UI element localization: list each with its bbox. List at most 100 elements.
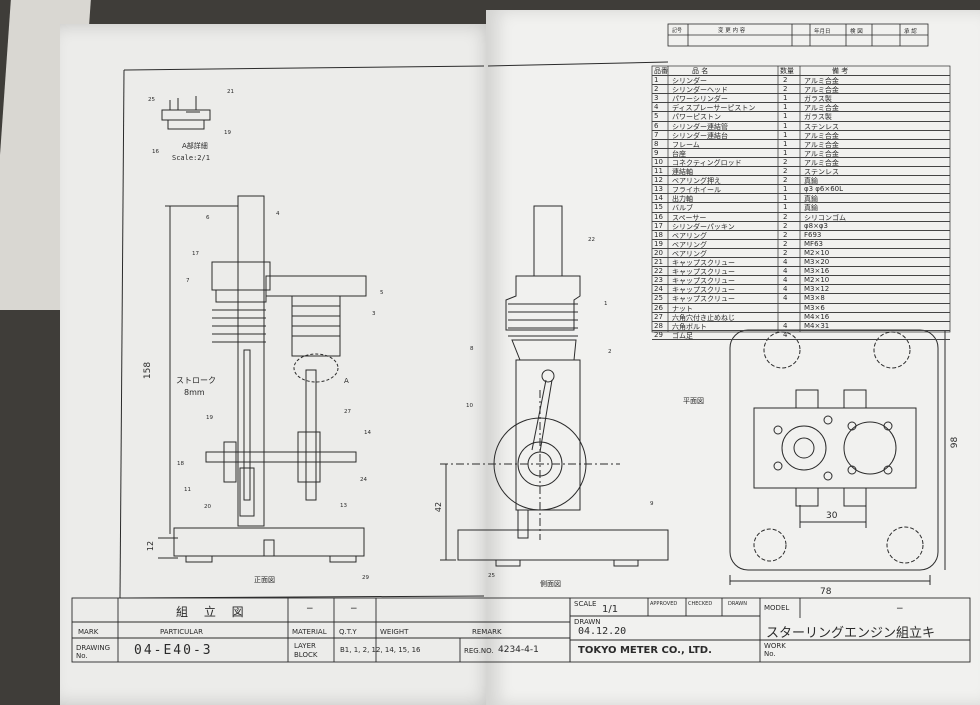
part-name: キャップスクリュー: [672, 268, 735, 277]
material-label: MATERIAL: [292, 628, 327, 636]
part-name: ベアリング押え: [672, 177, 721, 186]
stroke-label: ストローク: [176, 376, 216, 385]
row-rule: [652, 266, 950, 268]
part-note: 真鍮: [804, 177, 818, 186]
top-view-label: 平面図: [683, 397, 704, 405]
part-qty: 1: [783, 103, 788, 112]
revision-check: 検 図: [850, 29, 863, 35]
model-label: MODEL: [764, 604, 790, 612]
drawn-label: DRAWN: [574, 618, 601, 626]
work-no-label: WORK No.: [764, 642, 786, 658]
balloon: 14: [364, 430, 371, 436]
part-note: アルミ合金: [804, 77, 839, 85]
drawing-no: 04-E40-3: [134, 643, 213, 658]
part-name: バルブ: [672, 204, 693, 213]
part-number: 6: [654, 121, 659, 130]
row-rule: [652, 247, 950, 249]
part-qty: 2: [783, 239, 788, 248]
balloon: 11: [184, 487, 191, 493]
front-view-label: 正面図: [254, 576, 275, 584]
parts-header-name: 品 名: [692, 67, 709, 75]
part-qty: 2: [783, 248, 788, 257]
parts-header-row: 品番 品 名 数量 備 考: [652, 66, 950, 76]
row-rule: [652, 129, 950, 131]
balloon: 25: [148, 97, 155, 103]
part-number: 23: [654, 276, 663, 285]
part-note: M3×6: [804, 303, 825, 312]
balloon: 13: [340, 503, 347, 509]
part-number: 26: [654, 303, 663, 312]
part-number: 19: [654, 239, 663, 248]
part-note: M2×10: [804, 248, 830, 257]
revision-date: 年月日: [814, 29, 831, 35]
row-rule: [652, 120, 950, 122]
row-rule: [652, 193, 950, 195]
part-name: パワーシリンダー: [672, 95, 728, 104]
title-dash-1: −: [306, 604, 314, 614]
part-note: アルミ合金: [804, 140, 839, 149]
part-number: 2: [654, 85, 659, 94]
part-qty: 4: [783, 330, 788, 339]
balloon: 29: [362, 575, 369, 581]
mark-label: MARK: [78, 628, 99, 636]
detail-label: A部詳細: [182, 142, 208, 150]
part-qty: 1: [783, 94, 788, 103]
balloon: 16: [152, 149, 159, 155]
title-dash-2: −: [350, 604, 358, 614]
part-number: 16: [654, 212, 663, 221]
part-note: シリコンゴム: [804, 213, 846, 222]
part-note: ステンレス: [804, 168, 839, 176]
row-rule: [652, 302, 950, 304]
part-qty: 4: [783, 294, 788, 303]
drawn-col-label: DRAWN: [728, 601, 747, 607]
part-qty: 2: [783, 76, 788, 84]
row-rule: [652, 84, 950, 86]
company-name: TOKYO METER CO., LTD.: [578, 645, 712, 656]
dimension-hole-spacing: 30: [826, 511, 838, 521]
part-qty: 4: [783, 258, 788, 266]
part-name: ベアリング: [672, 231, 707, 240]
parts-table-lines: [651, 65, 951, 333]
part-qty: 1: [783, 121, 788, 130]
part-qty: 1: [783, 139, 788, 148]
part-number: 15: [654, 203, 663, 212]
material-layer: LAYER: [294, 642, 316, 650]
part-qty: 1: [783, 130, 788, 139]
checked-label: CHECKED: [688, 601, 713, 607]
part-name: 六角ボルト: [672, 322, 707, 331]
part-name: ベアリング: [672, 240, 707, 249]
balloon: 19: [206, 415, 213, 421]
revision-approve: 承 認: [904, 29, 917, 35]
row-rule: [652, 93, 950, 95]
balloon: 7: [186, 278, 190, 284]
row-rule: [652, 311, 950, 313]
part-qty: 2: [783, 85, 788, 94]
part-number: 27: [654, 312, 663, 321]
part-qty: 4: [783, 276, 788, 285]
part-qty: 1: [783, 185, 788, 194]
part-name: フライホイール: [672, 186, 721, 195]
part-qty: 2: [783, 176, 788, 185]
parts-header-qty: 数量: [780, 67, 794, 75]
drawn-date: 04.12.20: [578, 626, 627, 637]
right-page: [486, 10, 980, 705]
part-number: 9: [654, 148, 659, 157]
part-number: 11: [654, 167, 663, 175]
title-block-lines: [71, 597, 971, 663]
part-number: 7: [654, 130, 659, 139]
part-qty: 1: [783, 112, 788, 121]
part-number: 13: [654, 185, 663, 194]
row-rule: [652, 166, 950, 167]
part-qty: 4: [783, 267, 788, 276]
parts-header-note: 備 考: [832, 67, 849, 75]
